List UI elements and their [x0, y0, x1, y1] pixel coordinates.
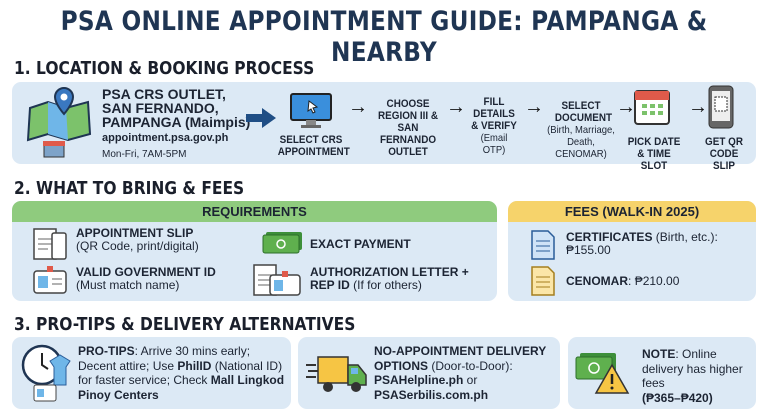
req-government-id: VALID GOVERNMENT ID(Must match name) — [76, 265, 216, 292]
map-pin-icon — [26, 86, 92, 158]
note-panel: NOTE: Online delivery has higher fees(₱3… — [568, 337, 756, 409]
arrow-icon: → — [348, 96, 368, 118]
booking-url[interactable]: appointment.psa.gov.ph — [102, 132, 229, 144]
note-text: NOTE: Online delivery has higher fees(₱3… — [642, 347, 743, 405]
authorization-letter-icon — [253, 264, 301, 296]
cash-icon — [262, 232, 302, 254]
step-pick-date: PICK DATE & TIME SLOT — [627, 136, 681, 172]
arrow-icon: → — [616, 96, 636, 118]
req-appointment-slip: APPOINTMENT SLIP(QR Code, print/digital) — [76, 226, 199, 253]
arrow-icon: → — [524, 96, 544, 118]
step-fill-details: FILL DETAILS & VERIFY(Email OTP) — [471, 96, 517, 156]
big-arrow-icon — [246, 108, 276, 128]
phone-qr-icon — [708, 85, 734, 129]
fees-panel: FEES (WALK-IN 2025) CERTIFICATES (Birth,… — [508, 201, 756, 301]
delivery-truck-icon — [306, 356, 367, 392]
office-hours: Mon-Fri, 7AM-5PM — [102, 149, 187, 160]
step-select-crs: SELECT CRS APPOINTMENT — [277, 134, 350, 158]
outlet-name: PSA CRS OUTLET,SAN FERNANDO,PAMPANGA (Ma… — [102, 86, 251, 130]
psaserbilis-link[interactable]: PSASerbilis.com.ph — [374, 387, 489, 402]
calendar-icon — [634, 90, 670, 125]
id-card-icon — [33, 266, 67, 294]
booking-panel: PSA CRS OUTLET,SAN FERNANDO,PAMPANGA (Ma… — [12, 82, 756, 172]
section-heading-booking: 1. LOCATION & BOOKING PROCESS — [14, 58, 315, 79]
requirements-header: REQUIREMENTS — [12, 201, 497, 222]
requirements-panel: REQUIREMENTS APPOINTMENT SLIP(QR Code, p… — [12, 201, 497, 301]
fee-certificates: CERTIFICATES (Birth, etc.):₱155.00 — [566, 230, 718, 257]
fee-cenomar: CENOMAR: ₱210.00 — [566, 274, 680, 288]
page-title: PSA ONLINE APPOINTMENT GUIDE: PAMPANGA &… — [60, 6, 708, 68]
section-heading-bring: 2. WHAT TO BRING & FEES — [14, 178, 245, 199]
arrow-icon: → — [446, 96, 466, 118]
psahelpline-link[interactable]: PSAHelpline.ph — [374, 373, 464, 387]
req-authorization-letter: AUTHORIZATION LETTER +REP ID (If for oth… — [310, 265, 469, 292]
document-phone-icon — [33, 228, 67, 260]
step-choose-region: CHOOSE REGION III & SAN FERNANDO OUTLET — [378, 98, 438, 158]
computer-cursor-icon — [290, 93, 332, 128]
pro-tips-panel: PRO-TIPS: Arrive 30 mins early; Decent a… — [12, 337, 291, 409]
req-exact-payment: EXACT PAYMENT — [310, 237, 411, 251]
step-select-document: SELECT DOCUMENT(Birth, Marriage, Death, … — [547, 100, 615, 160]
arrow-icon: → — [688, 96, 708, 118]
delivery-panel: NO-APPOINTMENT DELIVERY OPTIONS (Door-to… — [298, 337, 560, 409]
pro-tips-text: PRO-TIPS: Arrive 30 mins early; Decent a… — [78, 344, 285, 402]
delivery-text: NO-APPOINTMENT DELIVERY OPTIONS (Door-to… — [374, 344, 547, 402]
clock-shirt-id-icon — [21, 344, 71, 402]
certificate-document-icon — [531, 230, 555, 260]
section-heading-tips: 3. PRO-TIPS & DELIVERY ALTERNATIVES — [14, 314, 356, 335]
cenomar-document-icon — [531, 266, 555, 296]
fees-header: FEES (WALK-IN 2025) — [508, 201, 756, 222]
cash-warning-icon — [575, 353, 630, 394]
step-get-qr: GET QR CODE SLIP — [705, 136, 743, 172]
